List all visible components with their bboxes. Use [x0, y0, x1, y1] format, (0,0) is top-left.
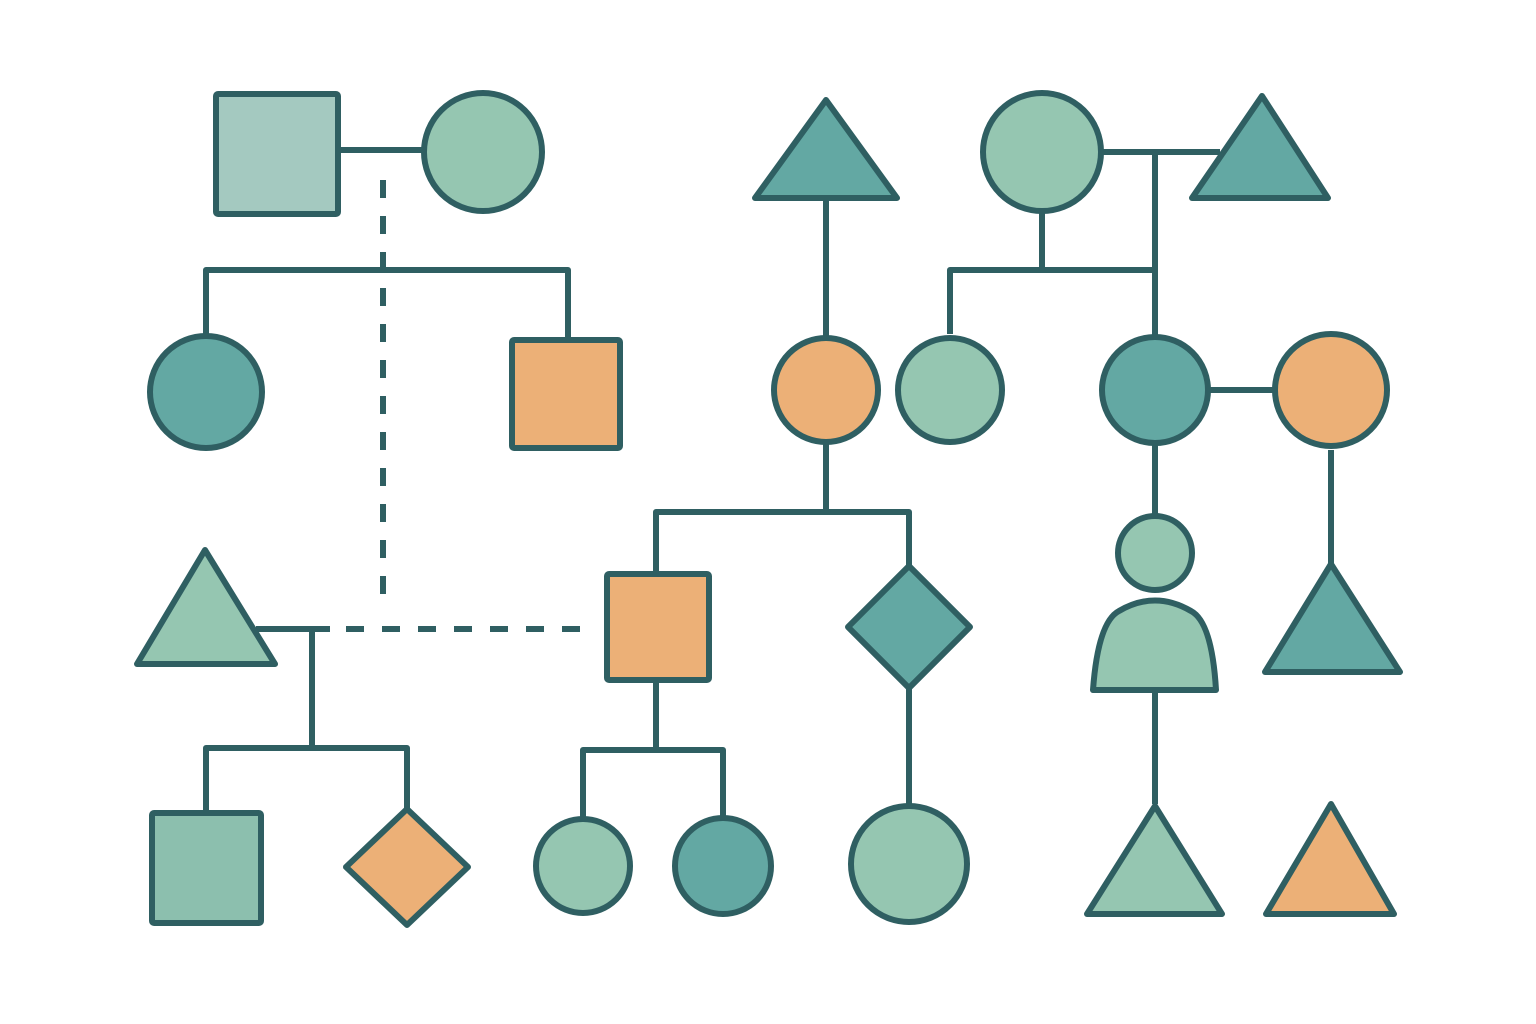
person-figure [1090, 513, 1219, 693]
child-left-female [147, 333, 265, 451]
child-left-male [509, 337, 623, 451]
spouse-child-triangle [1262, 561, 1403, 675]
right-father-triangle [1189, 93, 1331, 201]
bottom-center-circle-2 [672, 815, 774, 917]
sibship-line-lower-center [580, 747, 726, 818]
bottom-diamond-child [848, 803, 970, 925]
bottom-right-triangle [1263, 801, 1397, 917]
right-child-1 [895, 335, 1005, 445]
right-child-2 [1099, 334, 1211, 446]
sibship-line-right [947, 267, 1155, 334]
grandmother-left [421, 90, 545, 214]
bottom-person-child [1084, 803, 1225, 917]
sibship-line-center [653, 509, 912, 572]
ancestor-triangle-center [752, 97, 900, 201]
sibship-line-left [203, 267, 571, 338]
right-mother [980, 90, 1104, 214]
connector-lines [203, 147, 1334, 818]
person-figure-head [1115, 513, 1195, 593]
right-spouse [1272, 331, 1390, 449]
grandfather-left [213, 91, 341, 217]
bottom-left-diamond [343, 806, 471, 928]
bottom-center-circle-1 [533, 816, 633, 916]
center-female [771, 335, 881, 445]
center-male [604, 571, 712, 683]
person-figure-body [1090, 597, 1219, 693]
left-triangle-parent [134, 547, 278, 667]
bottom-left-square [149, 810, 264, 926]
center-diamond [845, 563, 973, 691]
node-shapes [134, 90, 1403, 928]
sibship-line-lower-left [203, 745, 410, 810]
